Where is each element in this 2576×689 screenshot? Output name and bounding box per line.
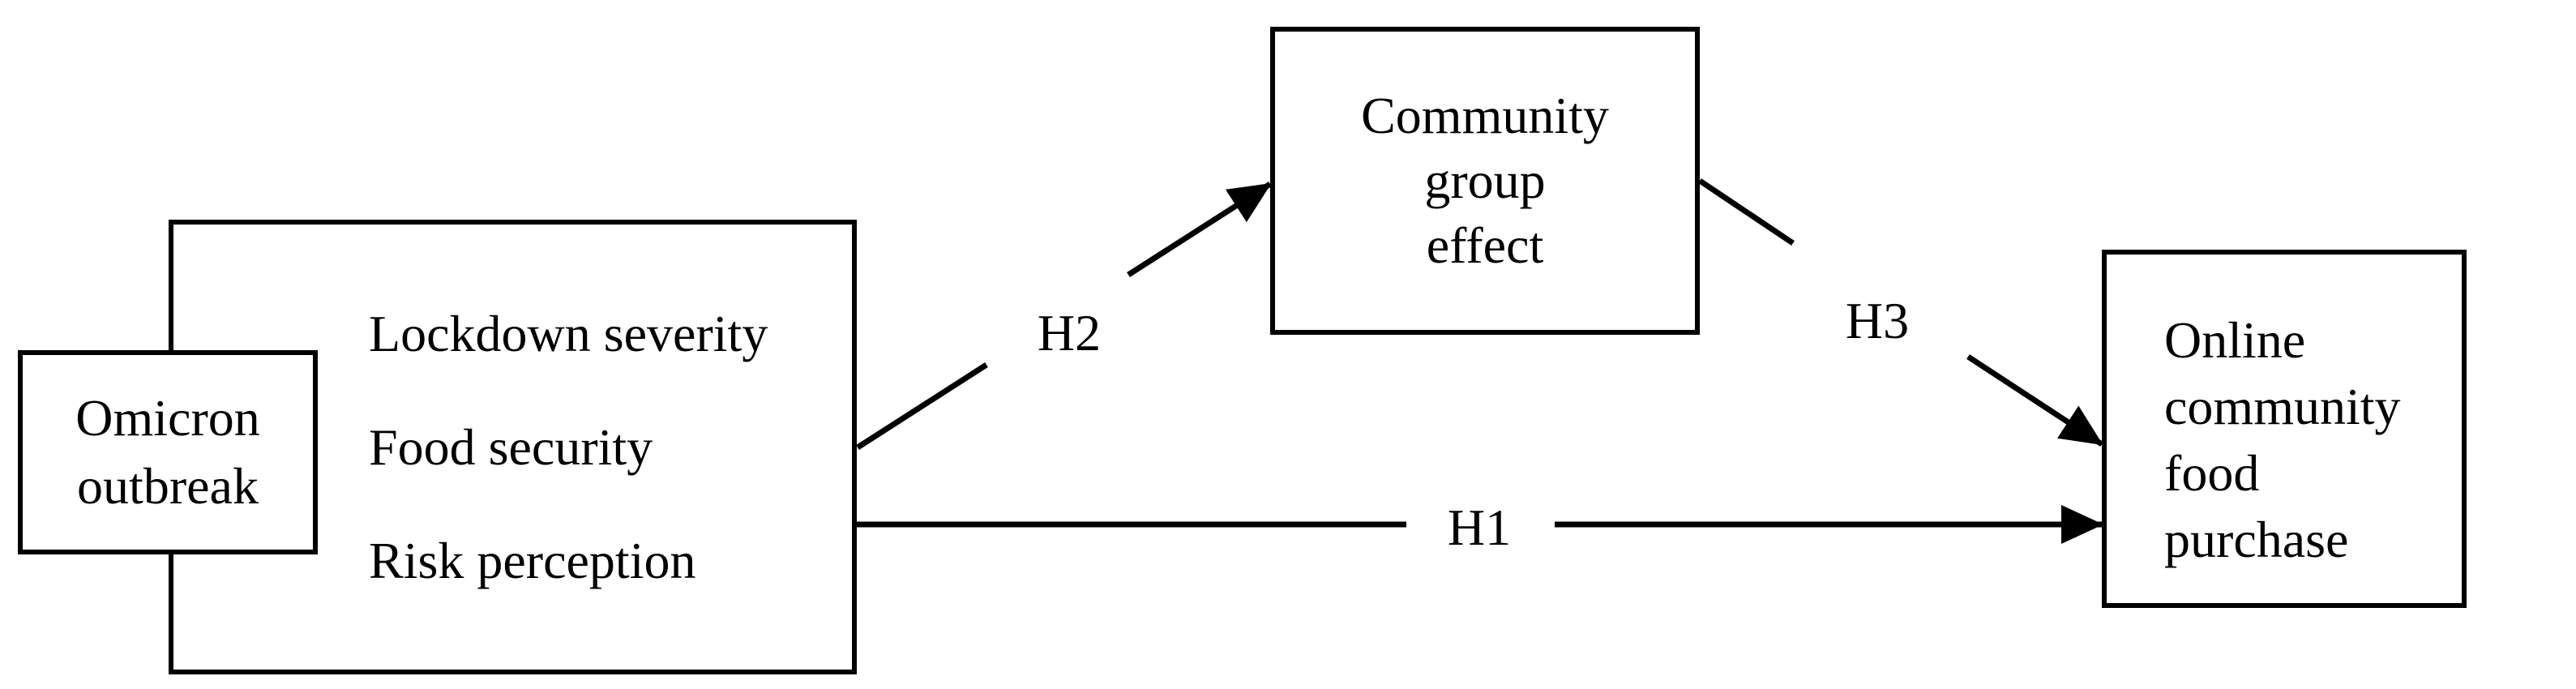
community-line-3: effect [1426, 216, 1544, 274]
online-community-food-purchase-text: Online community food purchase [2164, 307, 2401, 573]
purchase-line-3: food [2164, 444, 2260, 502]
purchase-line-4: purchase [2164, 511, 2349, 568]
h1-edge-label: H1 [1447, 499, 1512, 556]
omicron-line-1: Omicron [75, 389, 260, 447]
antecedents-line-food-security: Food security [369, 418, 653, 476]
community-line-1: Community [1361, 87, 1609, 144]
h2-arrow-segment-lower [856, 362, 988, 450]
antecedents-line-lockdown-severity: Lockdown severity [369, 305, 768, 362]
omicron-outbreak-text: Omicron outbreak [75, 384, 260, 520]
h2-arrow-segment-upper [1127, 182, 1272, 277]
community-group-effect-box: Community group effect [1270, 27, 1700, 335]
omicron-outbreak-box: Omicron outbreak [18, 350, 318, 554]
antecedents-line-risk-perception: Risk perception [369, 532, 696, 589]
h2-edge-label: H2 [1037, 304, 1102, 362]
antecedents-text: Lockdown severity Food security Risk per… [369, 277, 768, 618]
purchase-line-2: community [2164, 378, 2401, 435]
omicron-line-2: outbreak [77, 457, 259, 515]
purchase-line-1: Online [2164, 311, 2306, 369]
community-line-2: group [1424, 152, 1546, 209]
community-group-effect-text: Community group effect [1361, 83, 1609, 278]
online-community-food-purchase-box [2102, 250, 2467, 608]
h3-arrow-segment-upper [1698, 178, 1795, 246]
h3-edge-label: H3 [1845, 292, 1910, 349]
h3-arrow-segment-lower [1966, 354, 2103, 447]
